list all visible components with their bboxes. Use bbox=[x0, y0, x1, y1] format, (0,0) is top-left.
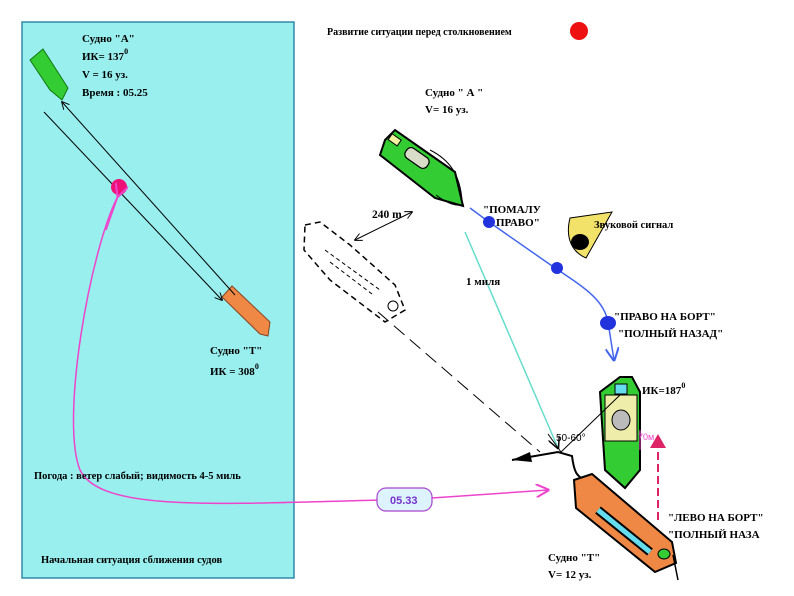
legend-text: Развитие ситуации перед столкновением bbox=[327, 27, 512, 38]
time-link-line bbox=[431, 490, 548, 499]
scene-ship-t-speed: V= 12 уз. bbox=[548, 569, 592, 581]
panel-ship-a-course: ИК= 1370 bbox=[82, 47, 128, 63]
weather-text: Погода : ветер слабый; видимость 4-5 мил… bbox=[34, 471, 241, 482]
sound-signal-icon bbox=[567, 211, 613, 259]
sound-signal-dot bbox=[571, 234, 589, 250]
panel-ship-a-speed: V = 16 уз. bbox=[82, 69, 128, 81]
track-point-2 bbox=[551, 262, 563, 274]
course-line-a bbox=[43, 111, 222, 300]
order-1-line-2: ПРАВО" bbox=[496, 217, 540, 229]
wake-a bbox=[429, 149, 463, 201]
mile-track bbox=[464, 231, 558, 448]
angle-line-2 bbox=[547, 433, 562, 453]
course-line-t bbox=[62, 102, 236, 296]
panel-caption: Начальная ситуация сближения судов bbox=[41, 555, 222, 566]
scene-ship-t-name: Судно "Т" bbox=[548, 552, 600, 564]
scene-ship-a-speed: V= 16 уз. bbox=[425, 104, 469, 116]
distance-mile: 1 миля bbox=[466, 276, 500, 288]
ship-a-scene bbox=[378, 128, 465, 208]
collision-point bbox=[111, 179, 127, 195]
track-point-3 bbox=[600, 316, 616, 330]
seventy-label: 70м bbox=[638, 432, 654, 442]
ship-a-position-2 bbox=[598, 376, 641, 490]
order-2-line-2: "ПОЛНЫЙ НАЗАД" bbox=[618, 328, 723, 340]
ship-t-initial bbox=[221, 285, 271, 337]
time-link-arrow bbox=[105, 196, 118, 231]
order-1-line-1: "ПОМАЛУ bbox=[483, 204, 541, 216]
time-box bbox=[376, 487, 433, 512]
track-point-1 bbox=[483, 216, 495, 228]
time-link-curve bbox=[72, 195, 381, 505]
wake-arrow bbox=[512, 452, 532, 462]
time-box-label: 05.33 bbox=[390, 495, 418, 507]
ship-t-stern-line bbox=[672, 554, 679, 581]
wake-a-2 bbox=[435, 194, 465, 206]
distance-240: 240 m bbox=[372, 209, 402, 221]
ghost-track bbox=[377, 311, 541, 453]
angle-line-1 bbox=[560, 394, 621, 453]
sound-signal-label: Звуковой сигнал bbox=[594, 220, 673, 231]
legend-marker bbox=[570, 22, 588, 40]
panel-ship-t-course: ИК = 3080 bbox=[210, 362, 259, 378]
panel-ship-t-name: Судно "Т" bbox=[210, 345, 262, 357]
ship-t-scene bbox=[572, 472, 678, 574]
course-a2: ИК=1870 bbox=[642, 381, 685, 397]
order-3-line-2: "ПОЛНЫЙ НАЗА bbox=[668, 529, 760, 541]
order-2-line-1: "ПРАВО НА БОРТ" bbox=[614, 311, 716, 323]
panel-ship-a-name: Судно "А" bbox=[82, 33, 135, 45]
distance-240-line bbox=[355, 212, 412, 240]
reverse-arrow bbox=[650, 434, 666, 448]
ship-a-initial bbox=[29, 48, 69, 101]
panel-ship-a-time: Время : 05.25 bbox=[82, 87, 148, 99]
initial-situation-panel bbox=[21, 21, 295, 579]
angle-label: 50-60° bbox=[556, 433, 586, 444]
ghost-ship bbox=[303, 221, 406, 323]
order-3-line-1: "ЛЕВО НА БОРТ" bbox=[668, 512, 764, 524]
scene-ship-a-name: Судно " А " bbox=[425, 87, 483, 99]
